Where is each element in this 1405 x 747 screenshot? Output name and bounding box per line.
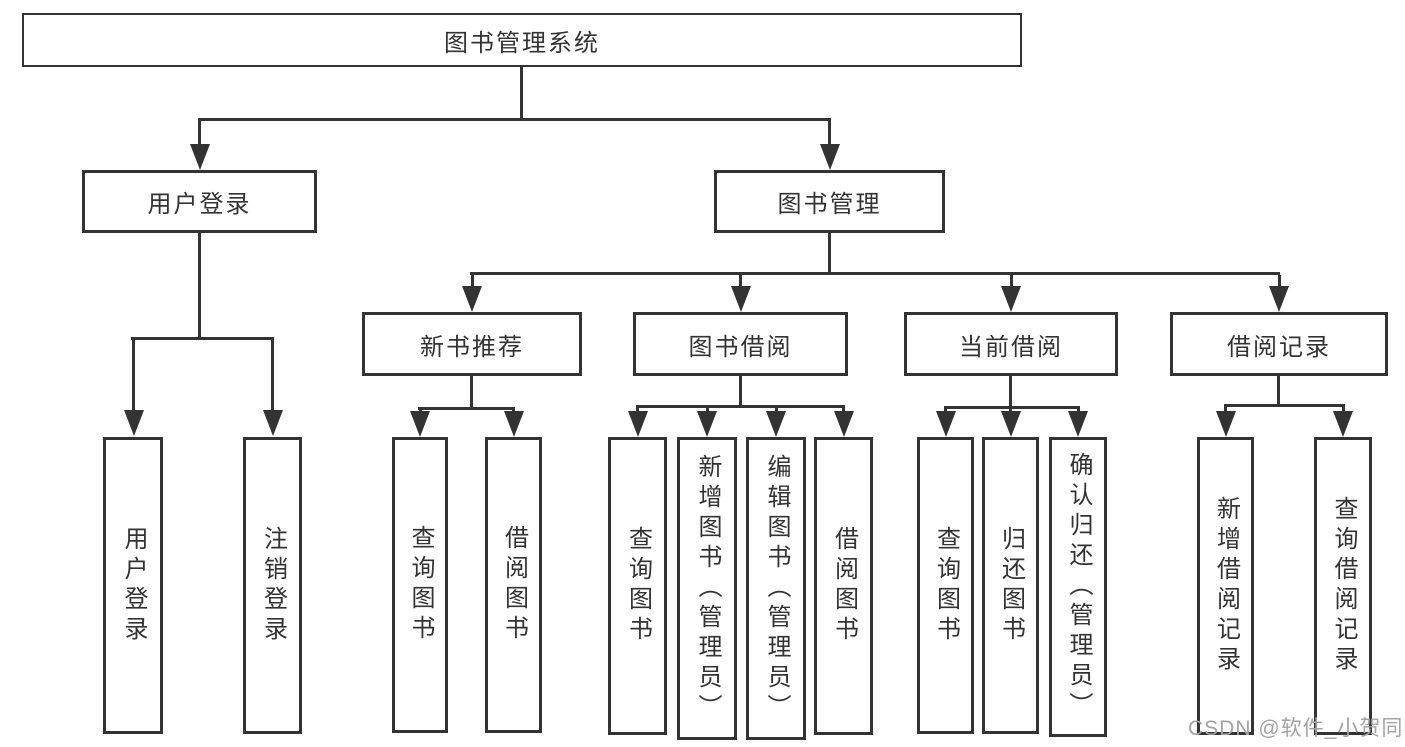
connector-vline: [471, 275, 474, 292]
arrowhead-icon: [1068, 411, 1088, 437]
connector-vline: [828, 121, 831, 150]
leaf-recommend-query-books: 查询图书: [392, 437, 448, 733]
leaf-label: 查询借阅记录: [1330, 496, 1357, 676]
leaf-add-books-admin: 新增图书（管理员）: [677, 437, 737, 740]
arrowhead-icon: [766, 411, 786, 437]
arrowhead-icon: [504, 411, 524, 437]
leaf-label: 查询图书: [932, 525, 960, 646]
arrowhead-icon: [834, 411, 854, 437]
leaf-label: 新增借阅记录: [1212, 496, 1240, 676]
arrowhead-icon: [731, 286, 751, 312]
arrowhead-icon: [936, 411, 956, 437]
connector-vline: [739, 275, 742, 292]
arrowhead-icon: [1001, 411, 1021, 437]
arrowhead-icon: [1001, 286, 1021, 312]
connector-hline: [418, 407, 515, 410]
arrowhead-icon: [190, 144, 210, 170]
arrowhead-icon: [1333, 411, 1353, 437]
arrowhead-icon: [628, 411, 648, 437]
leaf-query-borrow-record: 查询借阅记录: [1314, 437, 1372, 735]
connector-hline: [1224, 404, 1345, 407]
connector-hline: [944, 406, 1080, 409]
connector-vline: [828, 233, 831, 275]
leaf-borrowing-borrow-books: 借阅图书: [814, 437, 873, 735]
connector-vline: [1342, 406, 1345, 415]
leaf-confirm-return-admin: 确认归还（管理员）: [1049, 437, 1107, 737]
connector-hline: [636, 405, 845, 408]
leaf-edit-books-admin: 编辑图书（管理员）: [746, 437, 806, 740]
leaf-return-books: 归还图书: [982, 437, 1039, 734]
node-book-borrowing: 图书借阅: [633, 312, 848, 376]
leaf-label: 用户登录: [120, 525, 147, 646]
arrowhead-icon: [263, 410, 283, 436]
leaf-label: 借阅图书: [500, 525, 528, 645]
arrowhead-icon: [1216, 411, 1236, 437]
leaf-label: 借阅图书: [830, 526, 858, 646]
connector-vline: [739, 376, 742, 408]
connector-hline: [198, 118, 831, 121]
leaf-label: 查询图书: [624, 526, 652, 646]
arrowhead-icon: [410, 411, 430, 437]
leaf-label: 编辑图书（管理员）: [763, 453, 790, 724]
leaf-logout: 注销登录: [243, 437, 302, 734]
leaf-label: 确认归还（管理员）: [1065, 452, 1092, 722]
connector-vline: [198, 121, 201, 150]
leaf-label: 归还图书: [997, 525, 1025, 646]
leaf-label: 注销登录: [259, 525, 287, 646]
arrowhead-icon: [697, 411, 717, 437]
node-borrowing-records: 借阅记录: [1170, 312, 1388, 376]
leaf-borrowing-query-books: 查询图书: [608, 437, 667, 735]
node-current-borrowing: 当前借阅: [904, 312, 1118, 376]
leaf-add-borrow-record: 新增借阅记录: [1197, 437, 1254, 735]
connector-vline: [132, 340, 135, 416]
arrowhead-icon: [820, 144, 840, 170]
leaf-user-login: 用户登录: [103, 437, 163, 734]
connector-vline: [271, 340, 274, 416]
connector-vline: [1277, 376, 1280, 407]
node-user-login: 用户登录: [82, 170, 317, 233]
node-book-management: 图书管理: [714, 170, 945, 233]
arrowhead-icon: [1269, 286, 1289, 312]
connector-hline: [470, 272, 1280, 275]
arrowhead-icon: [462, 286, 482, 312]
leaf-label: 新增图书（管理员）: [694, 453, 721, 724]
connector-vline: [1009, 376, 1012, 409]
connector-vline: [1010, 275, 1013, 292]
leaf-current-query-books: 查询图书: [917, 437, 974, 734]
node-library-management-system: 图书管理系统: [22, 13, 1022, 67]
connector-hline: [131, 337, 274, 340]
connector-vline: [198, 233, 201, 340]
connector-vline: [470, 376, 473, 410]
connector-vline: [520, 67, 523, 120]
connector-vline: [1224, 406, 1227, 415]
csdn-watermark: CSDN @软件_小贺同学: [1188, 717, 1405, 740]
arrowhead-icon: [124, 410, 144, 436]
node-new-book-recommend: 新书推荐: [362, 312, 582, 376]
connector-vline: [1278, 275, 1281, 292]
leaf-label: 查询图书: [407, 525, 434, 645]
leaf-recommend-borrow-books: 借阅图书: [485, 437, 542, 733]
